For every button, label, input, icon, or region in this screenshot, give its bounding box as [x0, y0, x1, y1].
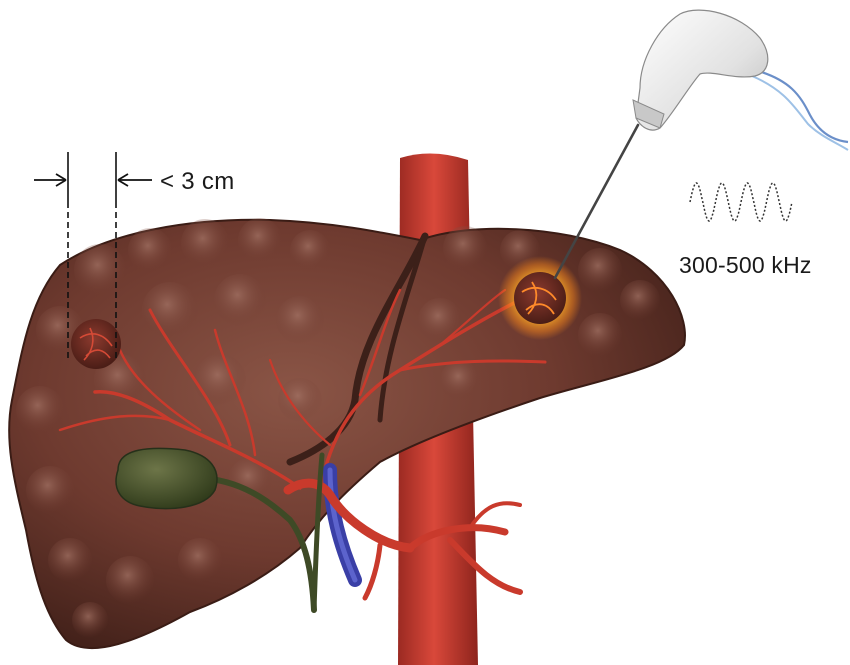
portal-vein [323, 463, 362, 587]
tumor-small [71, 319, 121, 369]
sine-wave-icon [689, 182, 793, 222]
hepatic-ligament [286, 232, 429, 466]
hepatic-arteries [58, 288, 547, 492]
rf-probe-icon [553, 9, 849, 280]
tumor-size-label: < 3 cm [160, 168, 235, 195]
celiac-arteries [283, 478, 523, 601]
dimension-arrows-icon [34, 173, 152, 187]
biliary-system [115, 447, 325, 613]
frequency-label: 300-500 kHz [679, 252, 812, 278]
measurement-guide [34, 152, 152, 360]
gallbladder [115, 447, 218, 510]
liver-surface-texture [16, 218, 660, 638]
ablation-zone [498, 256, 582, 340]
liver [8, 218, 686, 649]
